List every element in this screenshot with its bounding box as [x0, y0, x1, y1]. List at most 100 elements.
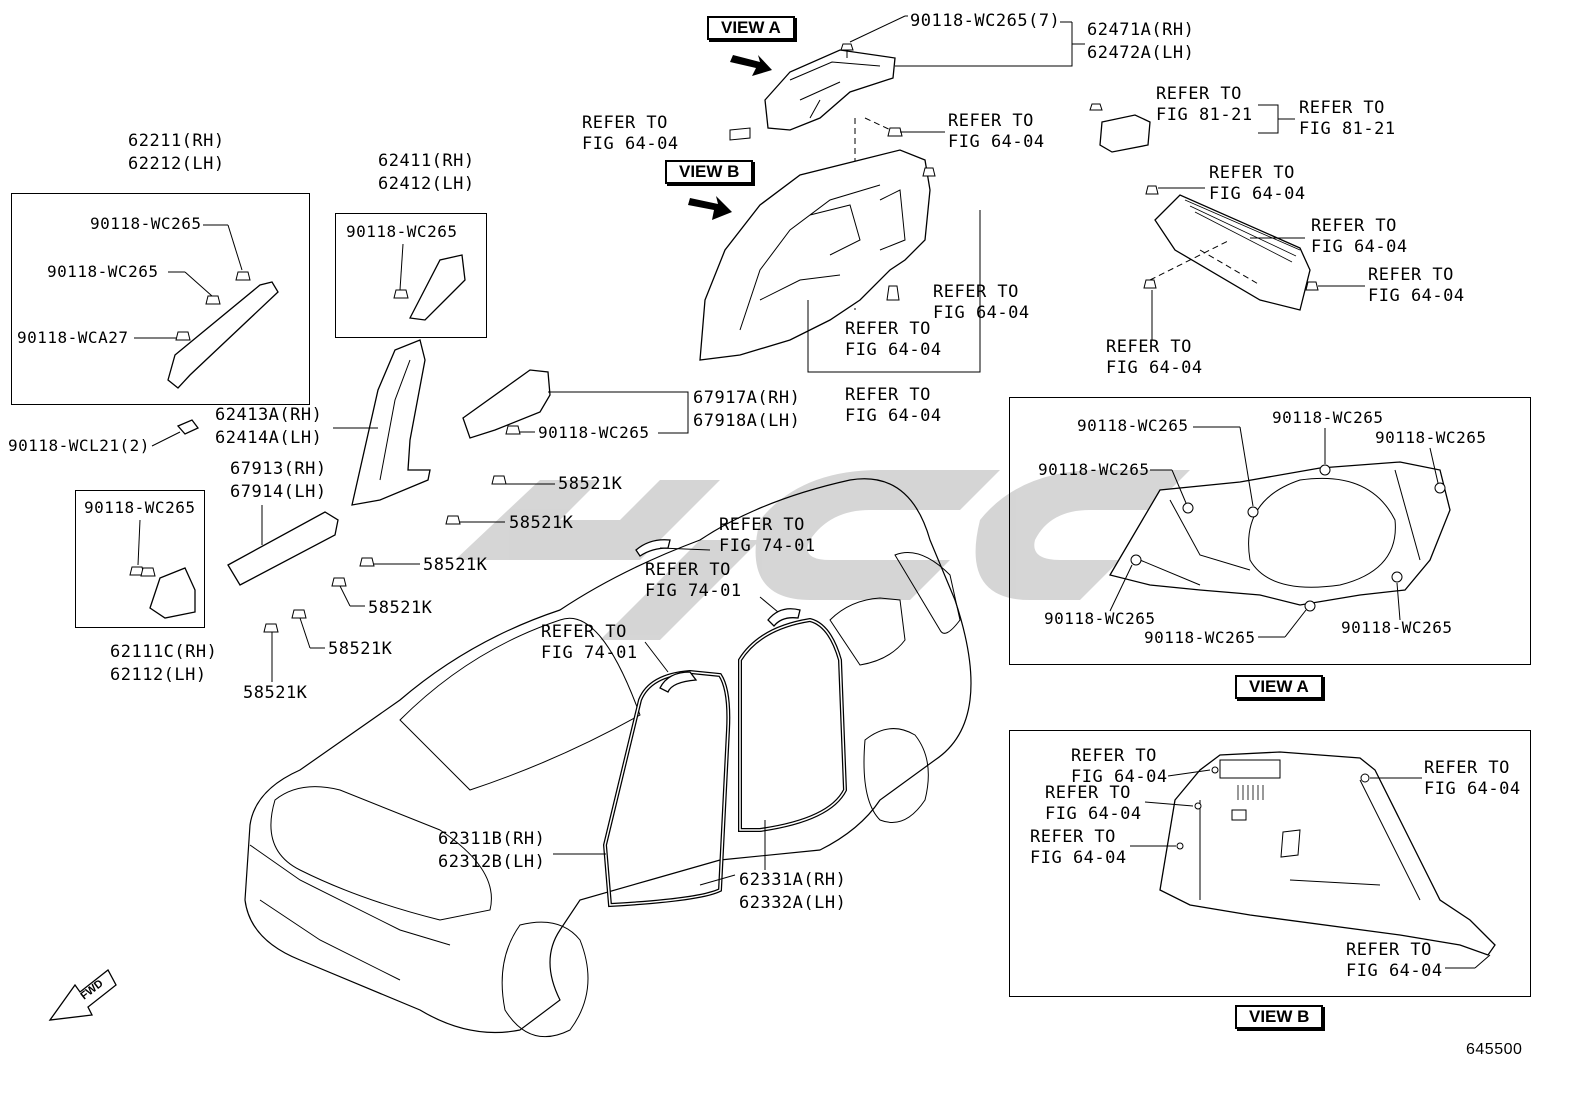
view-b-detail-drawing	[1130, 751, 1496, 969]
refer-label-5[interactable]: REFER TO	[845, 385, 931, 405]
view-b-fig-label-1[interactable]: FIG 64-04	[1071, 767, 1168, 787]
clip-label-b-pillar[interactable]: 90118-WC265	[346, 222, 458, 241]
part-label-62332a-lh[interactable]: 62332A(LH)	[739, 893, 847, 913]
view-b-refer-label-4[interactable]: REFER TO	[1424, 758, 1510, 778]
fig-label-1[interactable]: FIG 64-04	[582, 134, 679, 154]
watermark-logo	[455, 470, 1190, 640]
view-a-clip-label-1[interactable]: 90118-WC265	[1077, 416, 1189, 435]
part-label-58521k-3[interactable]: 58521K	[423, 555, 488, 575]
fig-label-4[interactable]: FIG 64-04	[845, 340, 942, 360]
rear-quarter-upper-trim[interactable]	[764, 49, 896, 131]
leader-lines	[134, 15, 1365, 886]
part-label-58521k-6[interactable]: 58521K	[243, 683, 308, 703]
refer-label-1[interactable]: REFER TO	[582, 113, 668, 133]
clip-label-cowl[interactable]: 90118-WC265	[84, 498, 196, 517]
refer-label-74-01-b[interactable]: REFER TO	[645, 560, 731, 580]
view-a-clip-label-5[interactable]: 90118-WC265	[1044, 609, 1156, 628]
clip-label-a-pillar-1[interactable]: 90118-WC265	[90, 214, 202, 233]
part-label-62471a-rh[interactable]: 62471A(RH)	[1087, 20, 1195, 40]
part-label-58521k-4[interactable]: 58521K	[368, 598, 433, 618]
clip-label-a-pillar-3[interactable]: 90118-WCA27	[17, 328, 129, 347]
grab-handle-rear[interactable]	[767, 608, 801, 627]
part-label-62472a-lh[interactable]: 62472A(LH)	[1087, 43, 1195, 63]
refer-label-2[interactable]: REFER TO	[948, 111, 1034, 131]
part-label-62211-rh[interactable]: 62211(RH)	[128, 131, 225, 151]
part-label-62331a-rh[interactable]: 62331A(RH)	[739, 870, 847, 890]
refer-label-74-01-c[interactable]: REFER TO	[541, 622, 627, 642]
fig-label-74-01-c[interactable]: FIG 74-01	[541, 643, 638, 663]
clip-label-a-pillar-2[interactable]: 90118-WC265	[47, 262, 159, 281]
part-label-62411-rh[interactable]: 62411(RH)	[378, 151, 475, 171]
rear-door-weatherstrip-inner	[739, 619, 846, 831]
view-b-refer-label-3[interactable]: REFER TO	[1030, 827, 1116, 847]
part-label-67918a-lh[interactable]: 67918A(LH)	[693, 411, 801, 431]
fig-label-81-21-b[interactable]: FIG 81-21	[1299, 119, 1396, 139]
view-a-clip-label-4[interactable]: 90118-WC265	[1038, 460, 1150, 479]
part-label-62212-lh[interactable]: 62212(LH)	[128, 154, 225, 174]
light-assembly-part[interactable]	[1089, 103, 1151, 153]
part-label-58521k-1[interactable]: 58521K	[558, 474, 623, 494]
part-label-67917a-rh[interactable]: 67917A(RH)	[693, 388, 801, 408]
refer-label-74-01-a[interactable]: REFER TO	[719, 515, 805, 535]
part-label-62311b-rh[interactable]: 62311B(RH)	[438, 829, 546, 849]
fig-label-74-01-b[interactable]: FIG 74-01	[645, 581, 742, 601]
part-label-67913-rh[interactable]: 67913(RH)	[230, 459, 327, 479]
view-b-fig-label-3[interactable]: FIG 64-04	[1030, 848, 1127, 868]
fig-label-5[interactable]: FIG 64-04	[845, 406, 942, 426]
fig-label-8[interactable]: FIG 64-04	[1368, 286, 1465, 306]
part-label-62414a-lh[interactable]: 62414A(LH)	[215, 428, 323, 448]
view-b-fig-label-5[interactable]: FIG 64-04	[1346, 961, 1443, 981]
front-door-scuff-plate[interactable]	[227, 511, 339, 586]
deck-trim-cover[interactable]	[1154, 194, 1311, 311]
fig-label-7[interactable]: FIG 64-04	[1311, 237, 1408, 257]
fig-label-81-21-a[interactable]: FIG 81-21	[1156, 105, 1253, 125]
rear-door-scuff-plate[interactable]	[462, 369, 551, 439]
clip-label-scuff-rear[interactable]: 90118-WC265	[538, 423, 650, 442]
refer-label-9[interactable]: REFER TO	[1106, 337, 1192, 357]
fig-label-2[interactable]: FIG 64-04	[948, 132, 1045, 152]
vehicle-body-outline	[244, 478, 972, 1038]
refer-label-6[interactable]: REFER TO	[1209, 163, 1295, 183]
view-a-clip-label-7[interactable]: 90118-WC265	[1341, 618, 1453, 637]
luggage-room-side-trim[interactable]	[699, 149, 931, 361]
fig-label-6[interactable]: FIG 64-04	[1209, 184, 1306, 204]
center-pillar-upper-garnish[interactable]	[408, 254, 466, 321]
part-label-58521k-5[interactable]: 58521K	[328, 639, 393, 659]
fig-label-9[interactable]: FIG 64-04	[1106, 358, 1203, 378]
view-a-tag-top: VIEW A	[707, 16, 795, 40]
view-b-refer-label-5[interactable]: REFER TO	[1346, 940, 1432, 960]
view-a-clip-label-2[interactable]: 90118-WC265	[1272, 408, 1384, 427]
refer-label-3[interactable]: REFER TO	[933, 282, 1019, 302]
front-door-weatherstrip[interactable]	[602, 669, 731, 908]
front-pillar-garnish[interactable]	[167, 281, 279, 389]
view-a-clip-label-6[interactable]: 90118-WC265	[1144, 628, 1256, 647]
refer-label-81-21-b[interactable]: REFER TO	[1299, 98, 1385, 118]
refer-label-8[interactable]: REFER TO	[1368, 265, 1454, 285]
part-label-58521k-2[interactable]: 58521K	[509, 513, 574, 533]
part-label-62312b-lh[interactable]: 62312B(LH)	[438, 852, 546, 872]
clip-90118-wc265-top	[840, 43, 854, 58]
clip-58521k-icons	[263, 475, 507, 633]
refer-label-4[interactable]: REFER TO	[845, 319, 931, 339]
cowl-side-trim[interactable]	[149, 567, 196, 619]
part-label-62413a-rh[interactable]: 62413A(RH)	[215, 405, 323, 425]
part-label-62412-lh[interactable]: 62412(LH)	[378, 174, 475, 194]
view-a-clip-label-3[interactable]: 90118-WC265	[1375, 428, 1487, 447]
part-label-62112-lh[interactable]: 62112(LH)	[110, 665, 207, 685]
view-b-fig-label-4[interactable]: FIG 64-04	[1424, 779, 1521, 799]
refer-label-81-21-a[interactable]: REFER TO	[1156, 84, 1242, 104]
view-b-refer-label-2[interactable]: REFER TO	[1045, 783, 1131, 803]
view-b-fig-label-2[interactable]: FIG 64-04	[1045, 804, 1142, 824]
refer-label-7[interactable]: REFER TO	[1311, 216, 1397, 236]
view-b-refer-label-1[interactable]: REFER TO	[1071, 746, 1157, 766]
a-pillar-group-box	[11, 193, 310, 405]
fig-label-3[interactable]: FIG 64-04	[933, 303, 1030, 323]
part-label-clip-qty-top[interactable]: 90118-WC265(7)	[910, 11, 1061, 31]
view-b-pointer-arrow	[688, 196, 732, 220]
fig-label-74-01-a[interactable]: FIG 74-01	[719, 536, 816, 556]
grab-handle-front[interactable]	[659, 671, 698, 693]
part-label-67914-lh[interactable]: 67914(LH)	[230, 482, 327, 502]
part-label-62111c-rh[interactable]: 62111C(RH)	[110, 642, 218, 662]
clip-label-wcl21[interactable]: 90118-WCL21(2)	[8, 436, 150, 455]
rear-door-weatherstrip[interactable]	[738, 617, 848, 832]
